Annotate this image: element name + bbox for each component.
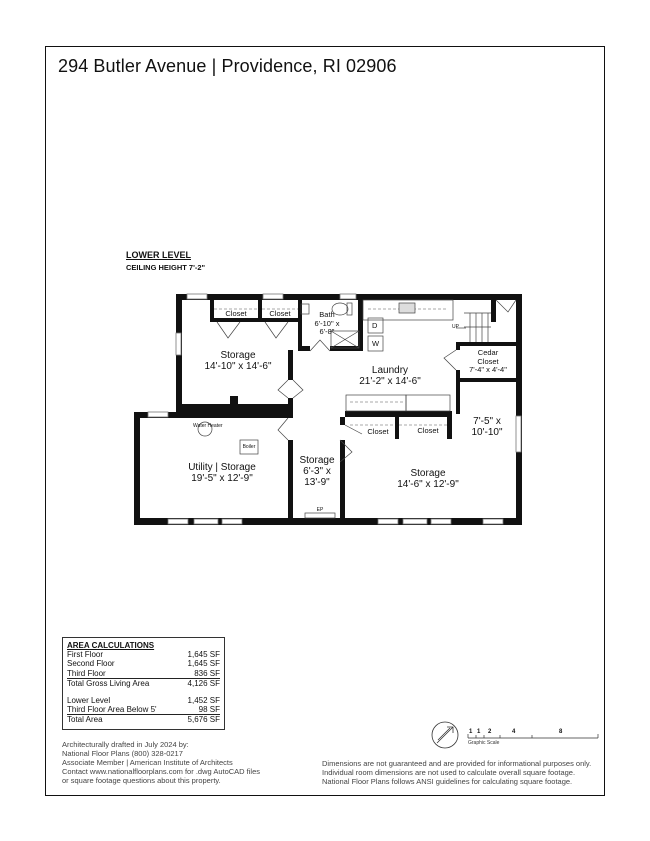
room-closet-2: Closet: [262, 309, 298, 319]
room-name: Cedar: [477, 348, 499, 357]
scale-tick: 1: [477, 729, 481, 735]
graphic-scale-label: Graphic Scale: [468, 740, 500, 746]
scale-tick: 1: [469, 729, 473, 735]
scale-tick: 8: [559, 729, 563, 735]
room-name: Closet: [367, 427, 389, 436]
area-row-lower-level: Lower Level 1,452 SF: [67, 696, 220, 705]
room-dimensions: 21'-2" x 14'-6": [359, 376, 421, 387]
area-value: 4,126 SF: [187, 678, 220, 688]
room-name: Storage: [299, 455, 335, 466]
boiler-label: Boiler: [242, 444, 256, 450]
room-name: Utility | Storage: [188, 462, 256, 473]
room-dimensions: 19'-5" x 12'-9": [191, 473, 253, 484]
area-label: Total Gross Living Area: [67, 678, 150, 688]
credits-line: Contact www.nationalfloorplans.com for .…: [62, 767, 261, 776]
room-name-2: Closet: [477, 356, 499, 366]
room-dimensions: 14'-10" x 14'-6": [204, 361, 272, 372]
compass-icon: [431, 721, 459, 749]
room-cedar-closet: Cedar Closet 7'-4" x 4'-4": [460, 348, 516, 375]
room-name: Laundry: [371, 365, 409, 376]
room-laundry: Laundry 21'-2" x 14'-6": [340, 365, 440, 387]
room-dimensions-2: 10'-10": [471, 427, 503, 438]
page-title: 294 Butler Avenue | Providence, RI 02906: [58, 56, 397, 76]
area-row-third-below-5: Third Floor Area Below 5' 98 SF: [67, 705, 220, 716]
room-name: Closet: [225, 309, 247, 318]
room-name: Storage: [410, 468, 446, 479]
room-dimensions-2: 13'-9": [304, 477, 330, 488]
room-utility-storage: Utility | Storage 19'-5" x 12'-9": [172, 462, 272, 484]
dryer-label: D: [372, 321, 378, 330]
room-dimensions: 6'-10" x: [314, 318, 340, 328]
area-calculations-table: AREA CALCULATIONS First Floor 1,645 SF S…: [62, 637, 225, 730]
scale-tick: 2: [488, 729, 492, 735]
area-label: Second Floor: [67, 659, 115, 669]
level-name: LOWER LEVEL: [126, 250, 191, 260]
room-name: Storage: [220, 350, 256, 361]
disclaimer-line: Dimensions are not guaranteed and are pr…: [322, 759, 592, 768]
stairs-up-label: UP: [452, 324, 459, 330]
room-storage-lower-right: Storage 14'-6" x 12'-9": [378, 468, 478, 490]
washer-label: W: [372, 339, 380, 348]
room-dimensions: 7'-4" x 4'-4": [469, 365, 507, 374]
area-row-first-floor: First Floor 1,645 SF: [67, 650, 220, 659]
room-name: Closet: [269, 309, 291, 318]
area-row-total-area: Total Area 5,676 SF: [67, 715, 220, 724]
disclaimer-line: Individual room dimensions are not used …: [322, 768, 576, 777]
area-label: First Floor: [67, 650, 103, 660]
graphic-scale: [431, 721, 599, 749]
area-value: 98 SF: [198, 705, 220, 715]
area-value: 5,676 SF: [187, 715, 220, 725]
room-closet-3: Closet: [360, 427, 396, 437]
room-dimensions: 7'-5" x: [473, 416, 501, 427]
credits-line: or square footage questions about this p…: [62, 776, 221, 785]
scale-tick: 4: [512, 729, 516, 735]
area-label: Lower Level: [67, 696, 111, 706]
room-name: Bath: [319, 310, 335, 319]
room-closet-4: Closet: [410, 426, 446, 436]
credits-line: Architecturally drafted in July 2024 by:: [62, 740, 189, 749]
room-storage-upper-left: Storage 14'-10" x 14'-6": [190, 350, 286, 372]
room-storage-small: Storage 6'-3" x 13'-9": [294, 455, 340, 488]
electrical-panel-label: EP: [316, 507, 324, 513]
room-dimensions: 14'-6" x 12'-9": [397, 479, 459, 490]
area-value: 1,452 SF: [187, 696, 220, 706]
room-unnamed-right: 7'-5" x 10'-10": [462, 416, 512, 438]
disclaimer-line: National Floor Plans follows ANSI guidel…: [322, 777, 573, 786]
room-closet-1: Closet: [216, 309, 256, 319]
area-label: Third Floor: [67, 668, 106, 678]
area-value: 1,645 SF: [187, 650, 220, 660]
area-value: 836 SF: [194, 668, 220, 678]
area-value: 1,645 SF: [187, 659, 220, 669]
area-calculations-title: AREA CALCULATIONS: [67, 641, 155, 650]
area-label: Third Floor Area Below 5': [67, 705, 157, 715]
area-row-total-gross: Total Gross Living Area 4,126 SF: [67, 679, 220, 688]
credits-line: National Floor Plans (800) 328-0217: [62, 749, 183, 758]
ceiling-height: CEILING HEIGHT 7'-2": [126, 263, 206, 272]
credits-line: Associate Member | American Institute of…: [62, 758, 233, 767]
disclaimer-block: Dimensions are not guaranteed and are pr…: [322, 759, 591, 786]
area-label: Total Area: [67, 715, 103, 725]
area-row-third-floor: Third Floor 836 SF: [67, 669, 220, 679]
page-border: [45, 46, 605, 796]
room-bath: Bath 6'-10" x 6'-8": [304, 310, 350, 337]
room-dimensions: 6'-3" x: [303, 466, 331, 477]
room-dimensions-2: 6'-8": [319, 327, 335, 336]
credits-block: Architecturally drafted in July 2024 by:…: [62, 740, 260, 785]
water-heater-label: Water Heater: [193, 423, 223, 429]
area-row-second-floor: Second Floor 1,645 SF: [67, 659, 220, 668]
room-name: Closet: [417, 426, 439, 435]
